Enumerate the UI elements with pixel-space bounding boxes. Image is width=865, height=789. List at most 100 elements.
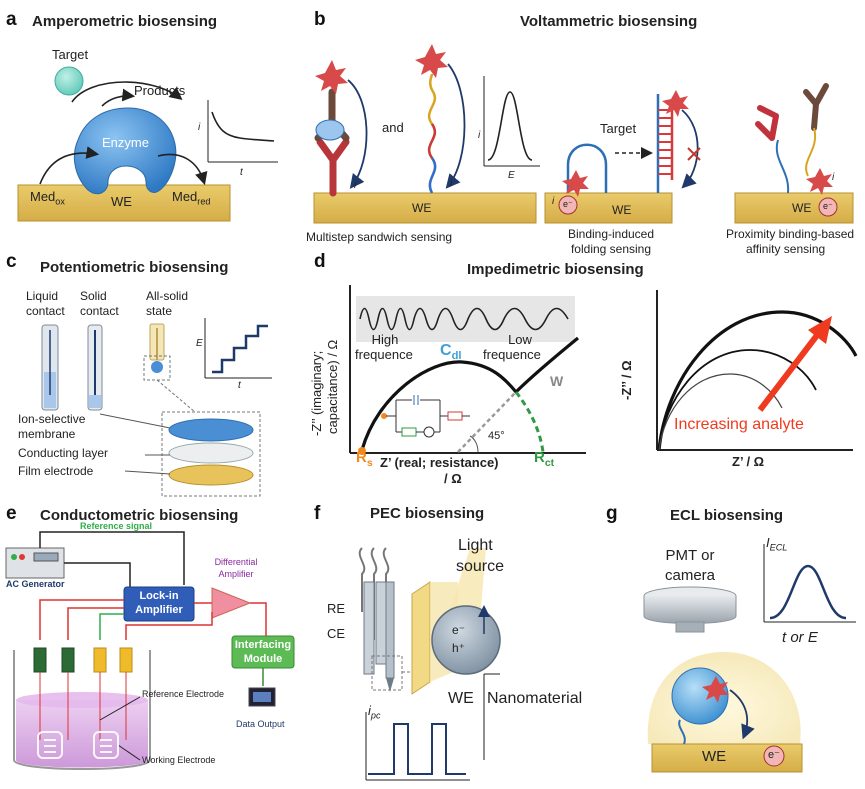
impedance-arc-1 [657,310,858,451]
electron-circle [558,195,578,215]
arrow-products-out [101,88,136,107]
all-solid-label-2: state [146,304,173,318]
working-electrode [385,581,395,679]
redox-tag [315,60,348,94]
working-electrode-label: Working Electrode [142,755,216,765]
med-ox-label: Medox [30,189,65,207]
electrode-bar [17,184,231,222]
electron-label: e⁻ [768,749,780,761]
target-protein [315,119,345,141]
d-right-y-label: -Z’’ / Ω [619,360,634,400]
nyquist-curve [360,336,580,451]
caption-proximity-2: affinity sensing [746,242,826,256]
rs-label: Rs [356,449,373,469]
frequency-wave [359,307,569,331]
panel-a [17,66,278,222]
panel-c [41,318,272,497]
electron-circle [818,197,838,217]
d-left-y-label-1: -Z’’ (imaginary; [309,350,324,436]
we-label: WE [792,201,812,215]
we-label: WE [412,201,432,215]
rct-label: Rct [534,449,555,469]
frequency-band [356,296,575,342]
g-plot-y-label: IECL [766,535,788,553]
light-source-label-1: Light [458,537,493,554]
electron-label: e⁻ [452,623,466,637]
solid-contact-label-1: Solid [80,289,107,303]
pmt-camera [643,596,737,624]
d-right-x-label: Z’ / Ω [732,454,765,469]
we-label: WE [612,203,632,217]
panel-letter-f: f [314,503,321,524]
layer-stack-box [161,411,261,497]
increasing-analyte-label: Increasing analyte [674,416,804,433]
liquid-contact-label-1: Liquid [26,289,59,303]
rct-arc [514,391,545,453]
ecl-label [702,676,729,703]
increasing-arrow-shaft [757,332,821,412]
counter-electrode [375,581,387,665]
arrow-med-red [157,153,208,186]
ac-generator-label: AC Generator [6,579,65,589]
photocurrent-trace [368,723,466,775]
ion-selective-label-2: membrane [18,427,76,441]
g-plot-x-label: t or E [782,629,818,646]
ecl-peak [769,564,847,620]
blocked-arrow [681,109,699,189]
we-plate [411,581,431,695]
electron-label: e⁻ [823,201,833,211]
panel-title-b: Voltammetric biosensing [520,13,698,30]
c-plot-x-label: t [238,380,241,391]
caption-sandwich: Multistep sandwich sensing [306,230,453,244]
caption-proximity-1: Proximity binding-based [726,227,855,241]
diff-amp-label-2: Amplifier [218,569,254,579]
panel-letter-g: g [606,503,618,524]
beaker [13,650,151,770]
panel-letter-b: b [314,9,326,30]
pmt-label-1: PMT or [665,547,715,564]
electrode-bar [313,192,537,224]
we-label: WE [111,194,132,209]
panel-b [313,44,854,224]
nanomaterial-sphere [431,605,501,675]
current-label: i [832,172,835,183]
hole-label: h⁺ [452,641,466,655]
electrode-1 [33,647,47,673]
warburg-label: W [550,373,564,389]
warburg-extension [457,391,517,453]
data-output-label: Data Output [236,719,285,729]
panel-letter-c: c [6,251,17,272]
differential-amplifier [211,587,252,619]
film-electrode-layer [168,464,254,486]
low-frequence-1: Low [508,332,532,347]
antibody-left [755,105,779,141]
panel-title-c: Potentiometric biosensing [40,259,229,276]
duplex-rungs [658,109,672,175]
ion-selective-label-1: Ion-selective [18,412,86,426]
we-label: WE [448,690,474,707]
b-plot-x-label: E [508,170,515,181]
target-label: Target [600,121,637,136]
b-plot-y-label: i [478,130,481,141]
all-solid-label-1: All-solid [146,289,189,303]
watermark-logo [37,731,119,759]
electron-transfer-arrow [445,63,466,189]
d-left-y-label-2: capacitance) / Ω [325,339,340,434]
target-molecule [54,66,84,96]
panel-letter-d: d [314,251,326,272]
current-label: i [354,180,357,191]
arrow-med-ox [39,146,100,185]
antibody-capture [316,138,350,197]
increasing-arrow-head [808,316,832,344]
med-red-label: Medred [172,189,211,207]
redox-tag [806,168,833,195]
conducting-layer-label: Conducting layer [18,446,109,460]
solid-contact-label-2: contact [80,304,119,318]
high-frequence-1: High [371,332,399,347]
panel-f [358,547,501,781]
re-label: RE [327,601,346,616]
low-frequence-2: frequence [483,347,541,362]
b-plot-peak [487,91,533,161]
and-label: and [382,120,404,135]
